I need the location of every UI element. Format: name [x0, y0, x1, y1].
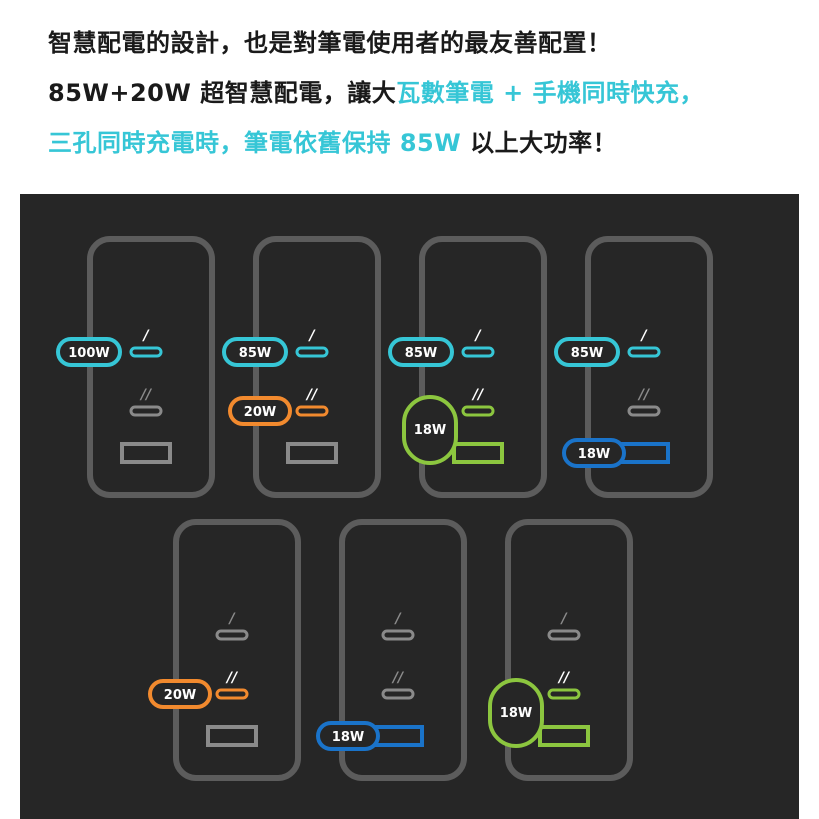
charger-body-outline	[339, 519, 467, 781]
usb-c-port-2	[295, 405, 329, 417]
headline-segment: 三孔同時充電時，筆電依舊保持	[48, 129, 391, 157]
wattage-label: 85W	[405, 346, 437, 361]
wattage-badge	[316, 721, 380, 751]
wattage-label: 100W	[68, 346, 109, 361]
port-c1-mark: /	[227, 611, 236, 627]
port-c1-mark: /	[393, 611, 402, 627]
charger-7: ///18W	[488, 519, 633, 781]
usb-a-port	[120, 442, 172, 464]
port-c2-mark: //	[637, 387, 651, 403]
charger-body-outline	[173, 519, 301, 781]
charger-body-outline	[87, 236, 215, 498]
usb-c-port-2	[215, 688, 249, 700]
wattage-label: 20W	[164, 688, 196, 703]
wattage-label: 85W	[571, 346, 603, 361]
port-c1-mark: /	[141, 328, 150, 344]
usb-c-port-1	[381, 629, 415, 641]
headline-line-3: 三孔同時充電時，筆電依舊保持 85W 以上大功率！	[48, 118, 808, 168]
usb-c-port-2	[627, 405, 661, 417]
headline-segment: 瓦數筆電 + 手機同時快充，	[396, 79, 705, 107]
port-c1-mark: /	[559, 611, 568, 627]
port-c2-mark: //	[225, 670, 239, 686]
wattage-badge	[56, 337, 122, 367]
headline-line-1: 智慧配電的設計，也是對筆電使用者的最友善配置！	[48, 18, 808, 68]
usb-a-port	[372, 725, 424, 747]
usb-c-port-2	[547, 688, 581, 700]
wattage-badge	[488, 678, 544, 748]
wattage-label: 18W	[414, 423, 446, 438]
usb-c-port-1	[129, 346, 163, 358]
usb-a-port	[206, 725, 258, 747]
wattage-label: 20W	[244, 405, 276, 420]
port-c1-mark: /	[307, 328, 316, 344]
headline-segment: 以上大功率！	[470, 129, 618, 157]
headline-segment: 85W	[391, 129, 471, 157]
usb-a-port	[538, 725, 590, 747]
wattage-badge	[388, 337, 454, 367]
charger-1: ///100W	[56, 236, 215, 498]
usb-a-port	[452, 442, 504, 464]
charger-5: ///20W	[148, 519, 301, 781]
usb-a-port	[618, 442, 670, 464]
wattage-label: 18W	[578, 447, 610, 462]
port-c2-mark: //	[557, 670, 571, 686]
charger-body-outline	[505, 519, 633, 781]
usb-a-port	[286, 442, 338, 464]
headline: 智慧配電的設計，也是對筆電使用者的最友善配置！ 85W+20W 超智慧配電，讓大…	[48, 18, 808, 168]
port-c2-mark: //	[391, 670, 405, 686]
port-c2-mark: //	[471, 387, 485, 403]
wattage-badge	[562, 438, 626, 468]
headline-line-2: 85W+20W 超智慧配電，讓大瓦數筆電 + 手機同時快充，	[48, 68, 808, 118]
port-c2-mark: //	[305, 387, 319, 403]
usb-c-port-1	[295, 346, 329, 358]
usb-c-port-1	[547, 629, 581, 641]
charger-diagram: ///100W///85W20W///85W18W///85W18W///20W…	[56, 236, 713, 781]
port-c2-mark: //	[139, 387, 153, 403]
wattage-label: 18W	[332, 730, 364, 745]
charger-body-outline	[253, 236, 381, 498]
wattage-label: 18W	[500, 706, 532, 721]
wattage-label: 85W	[239, 346, 271, 361]
usb-c-port-2	[381, 688, 415, 700]
port-c1-mark: /	[473, 328, 482, 344]
usb-c-port-2	[461, 405, 495, 417]
usb-c-port-1	[627, 346, 661, 358]
wattage-badge	[148, 679, 212, 709]
headline-segment: 85W+20W 超智慧配電，讓大	[48, 79, 397, 107]
port-c1-mark: /	[639, 328, 648, 344]
headline-segment: 智慧配電的設計，也是對筆電使用者的最友善配置！	[48, 29, 612, 57]
wattage-badge	[222, 337, 288, 367]
usb-c-port-1	[461, 346, 495, 358]
wattage-badge	[554, 337, 620, 367]
wattage-badge	[402, 395, 458, 465]
usb-c-port-2	[129, 405, 163, 417]
usb-c-port-1	[215, 629, 249, 641]
charger-6: ///18W	[316, 519, 467, 781]
wattage-badge	[228, 396, 292, 426]
